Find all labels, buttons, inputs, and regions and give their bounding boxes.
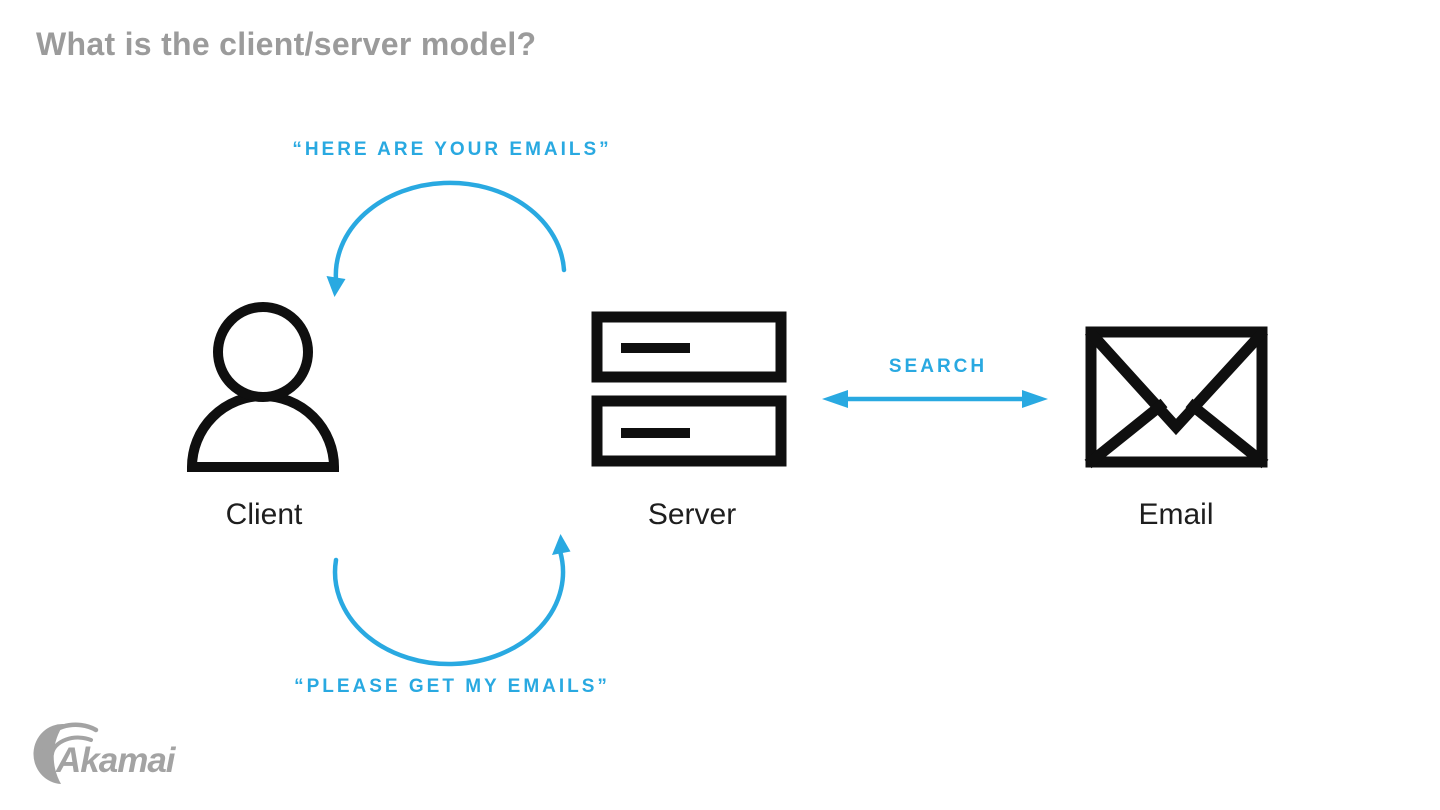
search-double-arrow [822,390,1048,408]
person-icon [186,302,340,472]
flow-label-please-get-my-emails: “PLEASE GET MY EMAILS” [294,676,610,697]
akamai-logo-icon [33,722,99,784]
client-node-label: Client [225,498,303,531]
akamai-logo-wordmark: Akamai [56,741,176,780]
server-icon [591,311,787,467]
email-node-label: Email [1138,498,1214,531]
arc-server-to-client-arrow [326,180,567,297]
server-node-label: Server [647,498,737,531]
envelope-icon [1084,326,1269,469]
arc-client-to-server-arrow [332,534,571,667]
page-title: What is the client/server model? [36,26,537,62]
flow-label-here-are-your-emails: “HERE ARE YOUR EMAILS” [292,139,612,160]
flow-label-search: SEARCH [888,356,988,377]
